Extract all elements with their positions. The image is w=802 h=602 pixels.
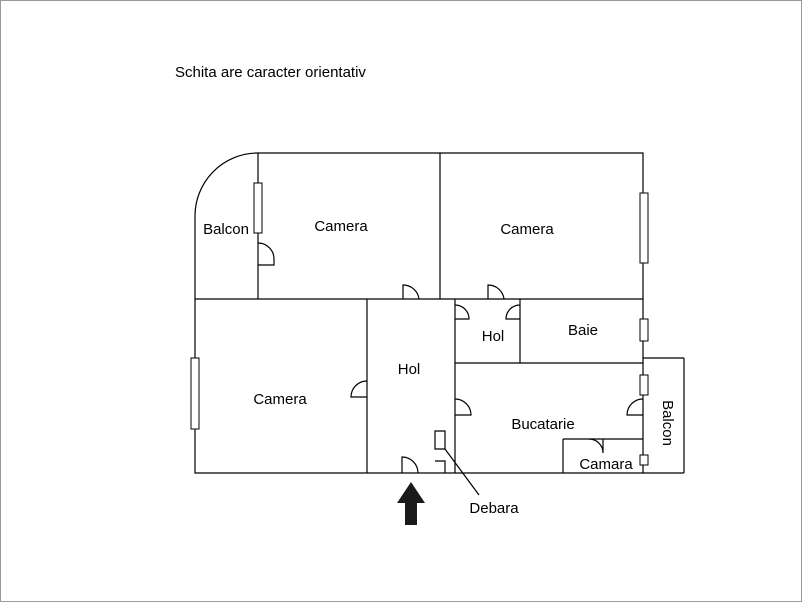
room-label-balcon-top: Balcon [203,221,249,238]
window-bucatarie [639,374,649,396]
window-camera-west [190,357,200,430]
room-label-debara: Debara [469,500,519,517]
room-label-camera-3: Camera [253,391,307,408]
window-balcon-camera [253,182,263,234]
room-label-bucatarie: Bucatarie [511,416,574,433]
interior-walls [195,153,643,473]
windows [190,182,649,466]
entrance-arrow-icon [397,482,425,525]
room-label-baie: Baie [568,322,598,339]
disclaimer-note: Schita are caracter orientativ [175,64,366,81]
room-label-hol-main: Hol [398,361,421,378]
room-label-camera-2: Camera [500,221,554,238]
window-camara [639,454,649,466]
window-camera-east [639,192,649,264]
exterior-walls [194,152,685,474]
exterior-wall-outline [194,152,644,474]
door-swings [257,242,644,496]
room-label-balcon-right: Balcon [659,400,676,446]
room-label-camara: Camara [579,456,633,473]
room-label-camera-1: Camera [314,218,368,235]
window-baie [639,318,649,342]
room-label-hol-small: Hol [482,328,505,345]
